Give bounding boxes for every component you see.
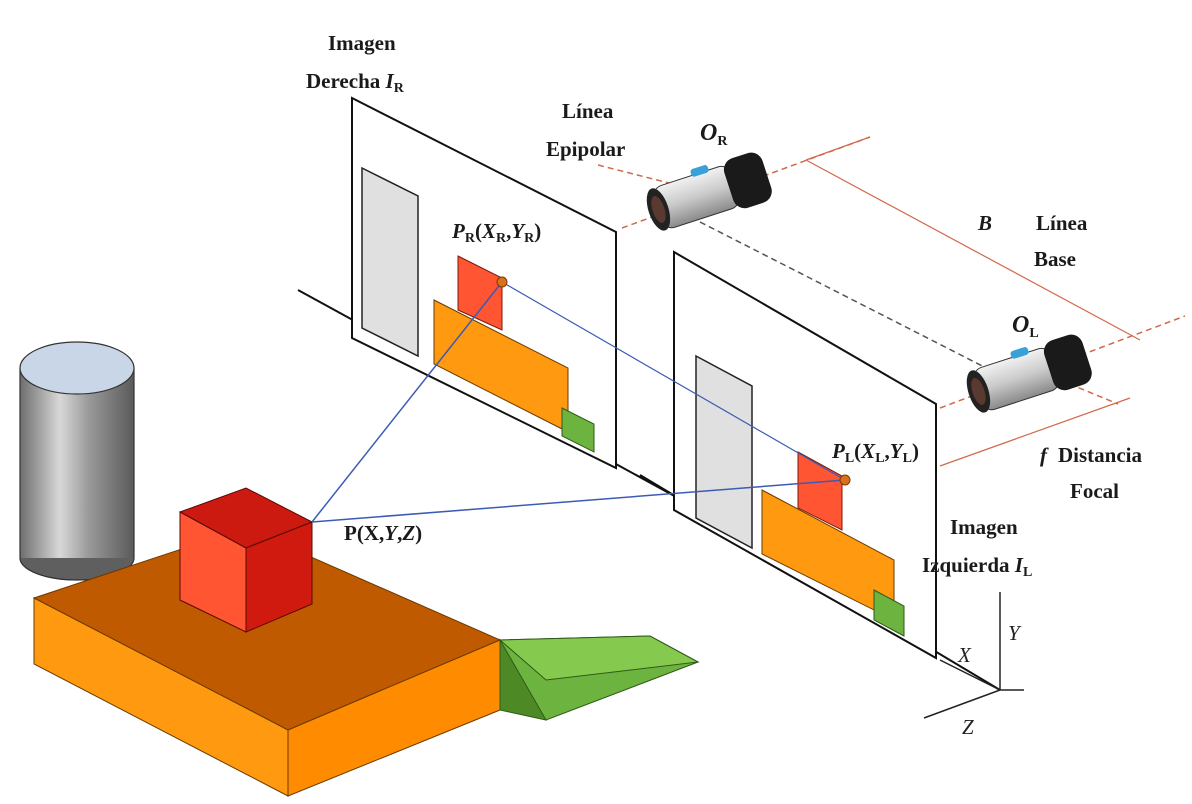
coordinate-axes bbox=[923, 592, 1024, 719]
focal-label-line1: Distancia bbox=[1058, 443, 1143, 467]
focal-label-line2: Focal bbox=[1070, 479, 1119, 503]
right-image-red-block bbox=[457, 255, 503, 331]
right-image-title-line1: Imagen bbox=[328, 31, 396, 55]
left-image-green-block bbox=[873, 589, 905, 637]
right-image-title-line2: Derecha IR bbox=[306, 69, 405, 96]
point-pr-marker bbox=[496, 276, 508, 288]
point-pl-marker bbox=[839, 474, 851, 486]
axis-z-label: Z bbox=[962, 715, 974, 739]
cylinder-object bbox=[19, 341, 135, 581]
baseline-B-tick bbox=[805, 136, 871, 161]
left-image-title-line2: Izquierda IL bbox=[922, 553, 1032, 580]
baseline-symbol: B bbox=[977, 211, 992, 235]
epipolar-label-line1: Línea bbox=[562, 99, 614, 123]
camera-left-label: OL bbox=[1012, 312, 1039, 341]
orange-base-block bbox=[32, 527, 502, 797]
baseline-label-line2: Base bbox=[1034, 247, 1076, 271]
left-image-title-line1: Imagen bbox=[950, 515, 1018, 539]
camera-right bbox=[646, 152, 772, 231]
axis-y-label: Y bbox=[1008, 621, 1022, 645]
baseline-B-line bbox=[805, 159, 1141, 341]
point-3d-label: P(X,Y,Z) bbox=[344, 521, 422, 545]
ray-to-left-image bbox=[311, 479, 846, 523]
camera-left bbox=[966, 334, 1092, 413]
right-image-green-block bbox=[561, 407, 595, 453]
ray-to-right-image bbox=[311, 281, 503, 523]
right-image-door bbox=[361, 166, 419, 358]
left-image-door bbox=[695, 354, 753, 550]
focal-distance-line bbox=[939, 397, 1131, 467]
ray-right-to-left bbox=[501, 281, 846, 481]
point-pr-label: PR(XR,YR) bbox=[451, 219, 541, 246]
epipolar-label-line2: Epipolar bbox=[546, 137, 625, 161]
baseline-label-line1: Línea bbox=[1036, 211, 1088, 235]
baseline-dashed bbox=[699, 221, 1001, 376]
camera-right-label: OR bbox=[700, 120, 728, 149]
point-pl-label: PL(XL,YL) bbox=[831, 439, 919, 466]
axis-x-label: X bbox=[957, 643, 972, 667]
focal-symbol: f bbox=[1040, 443, 1049, 467]
red-cube bbox=[178, 487, 314, 633]
green-wedge bbox=[498, 635, 700, 721]
